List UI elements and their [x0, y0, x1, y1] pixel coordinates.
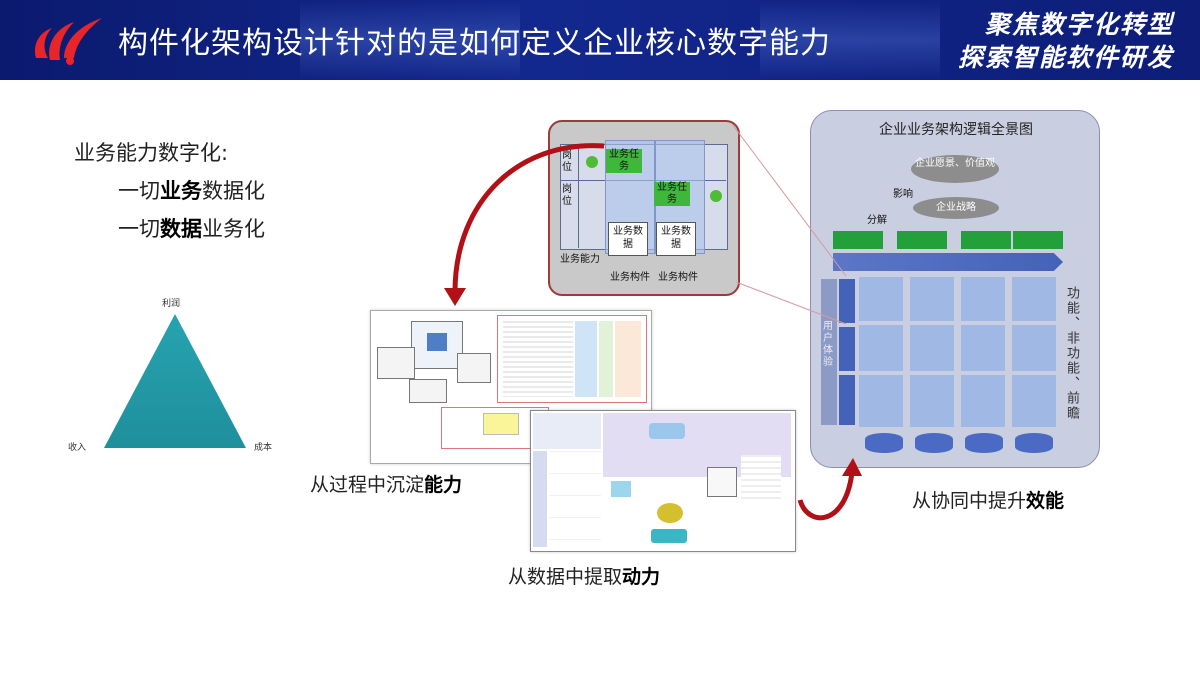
domain-bar: [839, 375, 855, 425]
process-table-column: [575, 321, 597, 397]
slogan-line-2: 探索智能软件研发: [957, 43, 1174, 72]
process-table-frame: [497, 315, 647, 403]
data-notes: [741, 455, 781, 501]
company-logo-icon: [34, 18, 102, 65]
data-cloud-icon: [649, 423, 685, 439]
data-block-icon: [611, 481, 631, 497]
influence-label: 影响: [893, 189, 913, 200]
user-experience-label: 用户体验: [823, 321, 833, 368]
end-event-icon: [710, 190, 722, 202]
caption-collaboration: 从协同中提升效能: [912, 490, 1065, 512]
intro-line-1: 一切业务数据化: [118, 179, 265, 203]
process-table-column: [615, 321, 641, 397]
vision-ellipse: 企业愿景、价值观: [911, 155, 999, 183]
strategy-goal-block: [897, 231, 947, 249]
triangle-label-right: 成本: [254, 443, 273, 453]
zoom-guide-line: [735, 281, 847, 325]
task-box-2: 业务任务: [654, 182, 690, 206]
header-banner: 构件化架构设计针对的是如何定义企业核心数字能力 聚焦数字化转型 探索智能软件研发: [0, 0, 1200, 80]
caption-data: 从数据中提取动力: [508, 566, 661, 588]
data-cluster-icon: [651, 529, 687, 543]
data-cluster-icon: [657, 503, 683, 523]
process-table-rows: [503, 321, 573, 397]
database-icon: [915, 433, 953, 453]
banner-light-streak: [760, 0, 940, 80]
triangle-label-top: 利润: [162, 299, 181, 309]
strategy-goal-block: [1013, 231, 1063, 249]
slogan-line-1: 聚焦数字化转型: [984, 10, 1174, 39]
profit-triangle: [104, 314, 246, 448]
intro-line-2: 一切数据业务化: [118, 217, 265, 241]
start-event-icon: [586, 156, 598, 168]
process-thumbnail: [457, 353, 491, 383]
data-diagram-card: [530, 410, 796, 552]
intro-heading: 业务能力数字化:: [74, 141, 229, 165]
component-grid: [859, 277, 1061, 427]
data-table-header: [533, 413, 601, 449]
architecture-right-label: 功能、非功能、前瞻: [1064, 286, 1079, 421]
page-title: 构件化架构设计针对的是如何定义企业核心数字能力: [118, 26, 831, 61]
zoom-guide-line: [731, 123, 847, 277]
intro-text: 业务能力数字化: 一切业务数据化 一切数据业务化: [74, 134, 265, 248]
component-label-1: 业务构件: [610, 272, 650, 283]
slogan: 聚焦数字化转型 探索智能软件研发: [958, 8, 1174, 74]
domain-bar: [839, 279, 855, 323]
lane-label-2: 岗位: [562, 184, 572, 207]
data-side-label: [533, 451, 547, 547]
database-icon: [965, 433, 1003, 453]
triangle-label-left: 收入: [68, 443, 87, 453]
caption-process: 从过程中沉淀能力: [310, 474, 463, 496]
component-grid-gap: [859, 321, 1061, 325]
banner-light-streak: [300, 0, 520, 80]
arrowhead-icon: [444, 288, 466, 306]
strategy-ellipse: 企业战略: [913, 197, 999, 219]
database-icon: [1015, 433, 1053, 453]
process-note: [483, 413, 519, 435]
lane-label-1: 岗位: [562, 150, 572, 173]
process-thumbnail-figure: [427, 333, 447, 351]
process-thumbnail: [409, 379, 447, 403]
strategy-goal-block: [833, 231, 883, 249]
domain-bar: [839, 327, 855, 371]
strategy-goal-block: [961, 231, 1011, 249]
component-label-2: 业务构件: [658, 272, 698, 283]
task-box-1: 业务任务: [606, 149, 642, 173]
architecture-panel: 企业业务架构逻辑全景图 企业愿景、价值观 影响 企业战略 分解 用户体验: [810, 110, 1100, 468]
capability-label: 业务能力: [560, 254, 600, 265]
process-table-column: [599, 321, 613, 397]
business-capability-diagram: 岗位 岗位 业务任务 业务任务 业务数据 业务数据 业务能力 业务构件 业务构件: [548, 120, 740, 296]
process-thumbnail: [377, 347, 415, 379]
curved-arrow-process: [452, 143, 605, 293]
arrowhead-icon: [842, 458, 862, 476]
swimlane-divider: [578, 144, 579, 248]
data-table-rows: [549, 451, 601, 547]
component-grid-gap: [859, 371, 1061, 375]
database-icon: [865, 433, 903, 453]
value-stream-arrow: [833, 253, 1063, 271]
data-doc-2: 业务数据: [656, 222, 696, 256]
decompose-label: 分解: [867, 215, 887, 226]
data-doc-1: 业务数据: [608, 222, 648, 256]
data-network-icon: [707, 467, 737, 497]
curved-arrow-collaboration: [797, 471, 855, 521]
architecture-title: 企业业务架构逻辑全景图: [879, 122, 1033, 138]
